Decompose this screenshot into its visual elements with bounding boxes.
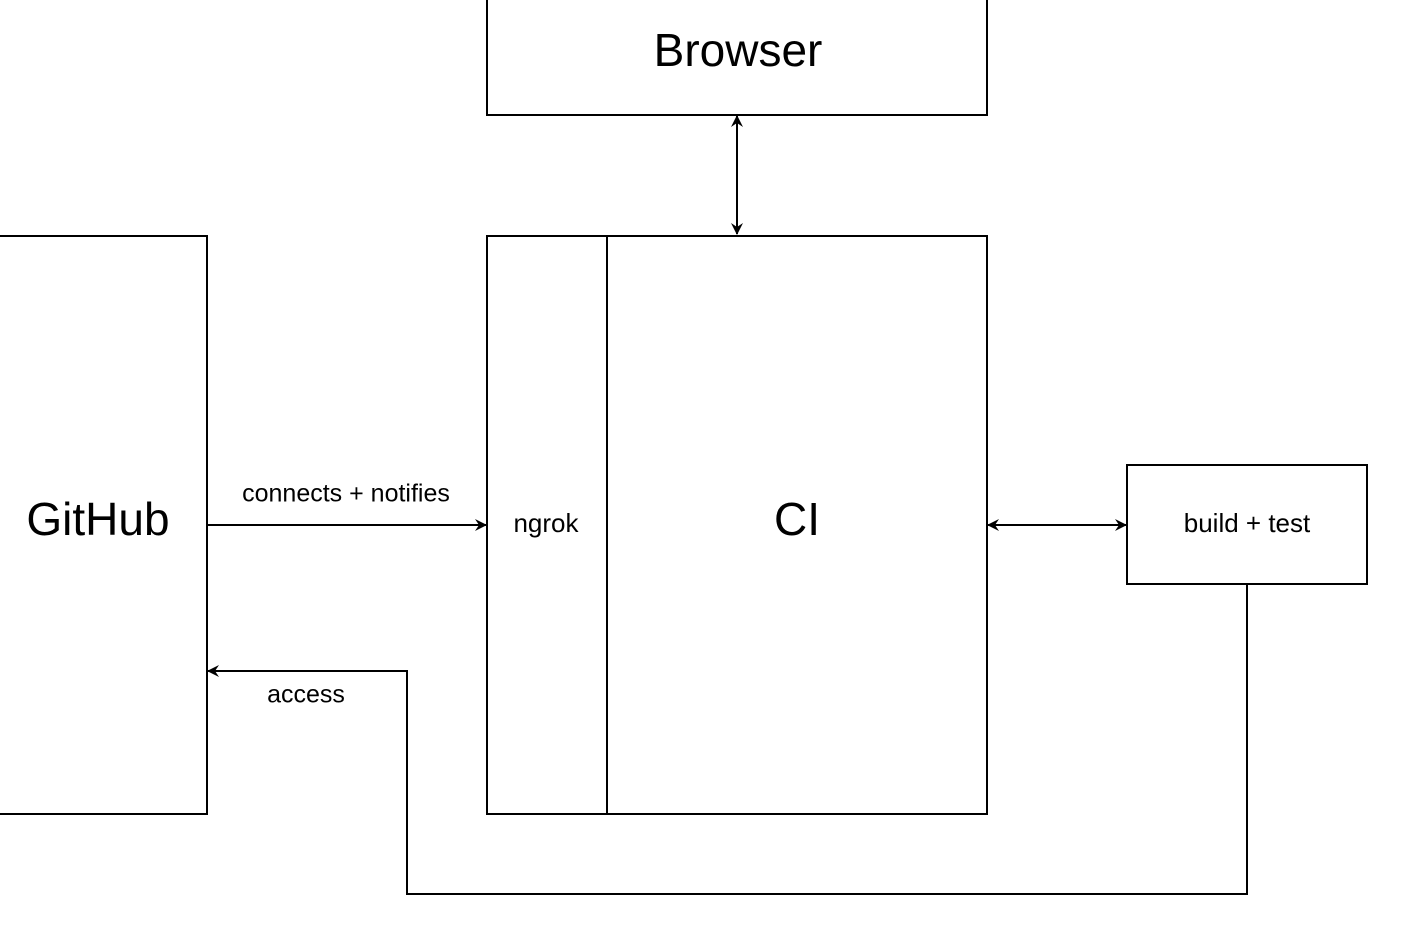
github-label: GitHub (26, 493, 169, 545)
edge-label-connects-notifies: connects + notifies (242, 480, 450, 508)
ci-label: CI (774, 493, 820, 545)
github-box (0, 235, 208, 815)
build-test-label: build + test (1184, 508, 1311, 538)
build-test-node: build + test (1126, 464, 1368, 585)
github-node: GitHub (0, 235, 208, 815)
connector-build-github (207, 585, 1248, 895)
browser-box (486, 0, 988, 116)
ngrok-label: ngrok (513, 508, 579, 538)
ngrok-node: ngrok (486, 235, 608, 815)
ngrok-box (486, 235, 608, 815)
build-test-box (1126, 464, 1368, 585)
ci-node: CI (606, 235, 988, 815)
edge-build-to-github: access (207, 585, 1248, 895)
browser-node: Browser (486, 0, 988, 116)
ci-box (606, 235, 988, 815)
browser-label: Browser (654, 24, 823, 76)
edge-label-access: access (267, 681, 345, 709)
edge-github-to-ngrok: connects + notifies (207, 480, 487, 531)
